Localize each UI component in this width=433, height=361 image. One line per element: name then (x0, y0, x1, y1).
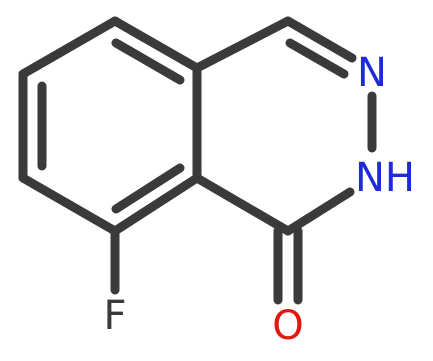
bond-c4-n3 (283, 16, 357, 63)
atom-label-n: N (357, 50, 387, 96)
bond-c8a-c4b-inner (111, 163, 185, 214)
bond-c4a-c4 (192, 16, 293, 73)
bond-c4-n3-inner (285, 38, 349, 79)
benzene-ring (18, 16, 202, 236)
bond-c1-c8a (192, 173, 293, 236)
atom-label-nh: NH (355, 155, 415, 201)
bond-n2-c1 (283, 187, 355, 236)
atom-label-f: F (103, 293, 126, 339)
pyridazinone-ring (192, 16, 377, 236)
bond-c6-c7 (18, 16, 120, 79)
bond-c5-c6-inner (111, 38, 185, 85)
bond-c5-c6 (110, 16, 202, 73)
bond-c8-c8a (18, 173, 120, 236)
bond-c8a-c4b (110, 173, 202, 236)
atom-label-o: O (272, 303, 303, 349)
